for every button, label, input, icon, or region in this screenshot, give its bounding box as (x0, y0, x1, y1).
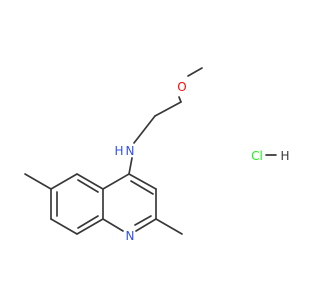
bond-c2-n1-inner (134, 215, 152, 226)
atom-salt-hydrogen: H (280, 149, 289, 163)
bond-c8-c8a (76, 218, 104, 235)
bond-c6-methyl (24, 173, 52, 190)
bond-oxygen-ch2 (178, 96, 182, 103)
bond-c2-methyl (155, 218, 183, 235)
bond-c2-n1 (135, 218, 157, 232)
atom-amine-hydrogen: H (114, 144, 123, 158)
bond-c4-c3 (128, 173, 157, 190)
atom-ring-nitrogen: N (126, 229, 135, 243)
bond-lines (24, 67, 277, 235)
atom-oxygen: O (177, 80, 186, 94)
bond-methyl-oxygen (187, 67, 203, 77)
bond-c4a-c5 (76, 173, 104, 190)
atom-amine-nitrogen: N (126, 144, 135, 158)
atom-chlorine: Cl (251, 149, 263, 163)
bond-ch2-n (133, 115, 156, 144)
bond-c7-c8 (50, 218, 78, 235)
bond-c4-c3-inner (130, 180, 154, 195)
atom-labels: O N H N Cl H (114, 80, 289, 243)
bond-n1-c8a (102, 218, 124, 232)
bond-c4a-c5-inner (77, 179, 99, 193)
bond-n-c4 (128, 157, 133, 175)
bond-c5-c6 (50, 173, 78, 190)
bond-c8-c8a-inner (77, 215, 99, 229)
bond-c4a-c4 (102, 173, 130, 190)
chemical-structure: O N H N Cl H (24, 67, 290, 243)
bond-ch2-ch2 (154, 101, 182, 117)
